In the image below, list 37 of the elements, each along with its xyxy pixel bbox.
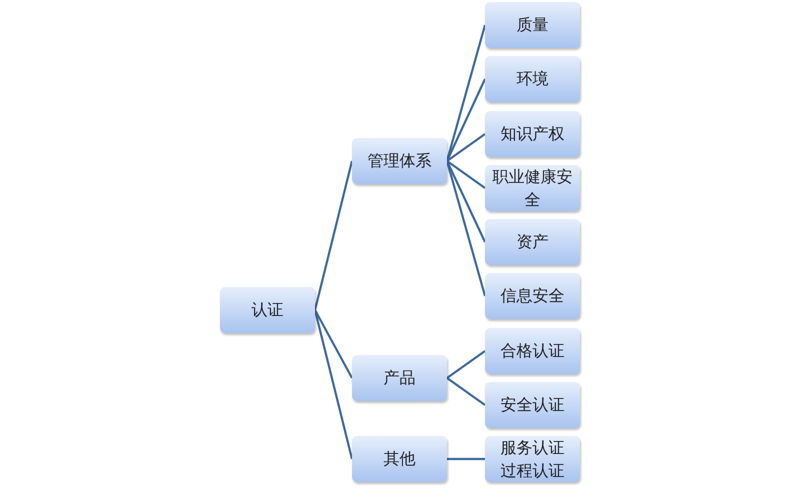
category-box — [352, 355, 447, 401]
box-label: 产品 — [384, 367, 416, 389]
category-box — [485, 382, 580, 428]
box-label: 环境 — [516, 68, 548, 90]
category-box — [220, 287, 315, 333]
category-box — [485, 436, 580, 482]
box-label: 职业健康安全 — [492, 166, 574, 211]
box-label: 质量 — [516, 14, 548, 36]
box-label: 知识产权 — [500, 123, 564, 145]
box-label: 管理体系 — [368, 150, 432, 172]
connector-line — [446, 78, 486, 162]
connector-line — [446, 350, 486, 379]
connector-line — [314, 160, 354, 310]
connector-line — [446, 160, 486, 189]
category-box — [485, 111, 580, 157]
category-box — [352, 436, 447, 482]
connector-line — [446, 377, 486, 406]
box-label: 服务认证 — [500, 437, 564, 459]
category-box — [485, 219, 580, 265]
connector-line — [314, 310, 354, 460]
connector-line — [446, 133, 486, 162]
category-box — [485, 328, 580, 374]
connector-line — [314, 309, 353, 379]
box-label: 合格认证 — [500, 340, 564, 362]
category-box — [485, 56, 580, 102]
category-box — [485, 2, 580, 48]
box-label: 信息安全 — [500, 285, 564, 307]
connector-line — [446, 160, 486, 242]
connector-line — [447, 458, 485, 460]
box-label: 资产 — [516, 231, 548, 253]
category-box — [485, 273, 580, 319]
box-label: 其他 — [384, 448, 416, 470]
box-label: 认证 — [252, 299, 284, 321]
box-label: 安全认证 — [500, 394, 564, 416]
category-box — [485, 165, 580, 211]
box-label: 过程认证 — [500, 460, 564, 482]
category-box — [352, 138, 447, 184]
